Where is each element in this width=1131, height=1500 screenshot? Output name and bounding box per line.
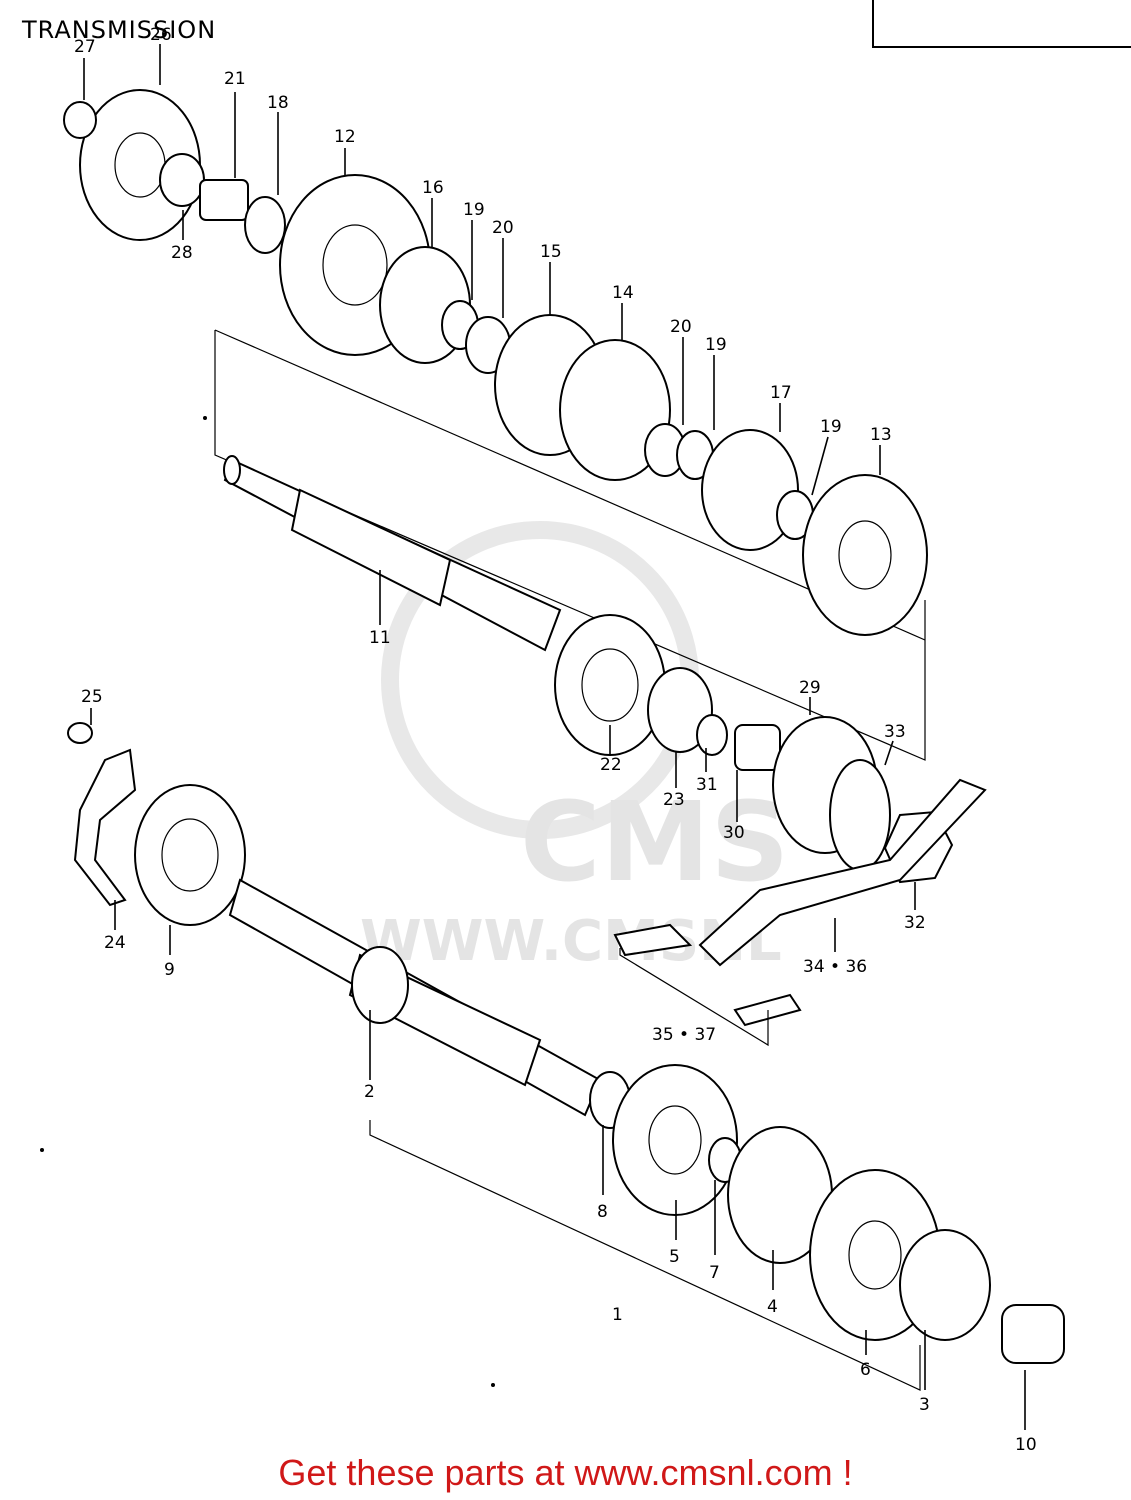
bushing-21 bbox=[199, 179, 249, 221]
watermark-logo: CMS bbox=[520, 778, 789, 906]
gear-14 bbox=[559, 339, 671, 481]
diagram-title: TRANSMISSION bbox=[22, 16, 217, 44]
washer-28 bbox=[159, 153, 205, 207]
output-side-parts bbox=[554, 614, 987, 1027]
gear-3 bbox=[899, 1229, 991, 1341]
callout-24: 24 bbox=[104, 933, 126, 953]
driveshaft bbox=[228, 878, 602, 1117]
callout-3: 3 bbox=[919, 1395, 930, 1415]
bolt-25 bbox=[67, 722, 93, 744]
callout-labels: 27 26 21 18 12 16 19 20 15 14 20 19 17 1… bbox=[74, 25, 1037, 1455]
callout-19c: 19 bbox=[820, 417, 842, 437]
callout-32: 32 bbox=[904, 913, 926, 933]
callout-26: 26 bbox=[150, 25, 172, 45]
callout-11: 11 bbox=[369, 628, 391, 648]
lower-assembly-bracket bbox=[369, 1120, 921, 1391]
circlip-27 bbox=[63, 101, 97, 139]
callout-22: 22 bbox=[600, 755, 622, 775]
washer-33 bbox=[829, 759, 891, 871]
callout-25: 25 bbox=[81, 687, 103, 707]
callout-8: 8 bbox=[597, 1202, 608, 1222]
callout-20b: 20 bbox=[670, 317, 692, 337]
upper-bracket-top bbox=[214, 329, 926, 641]
callout-5: 5 bbox=[669, 1247, 680, 1267]
spacer-30 bbox=[734, 724, 781, 771]
callout-23: 23 bbox=[663, 790, 685, 810]
callout-13: 13 bbox=[870, 425, 892, 445]
countershaft bbox=[223, 455, 562, 652]
callout-33: 33 bbox=[884, 722, 906, 742]
callout-18: 18 bbox=[267, 93, 289, 113]
callout-6: 6 bbox=[860, 1360, 871, 1380]
callout-29: 29 bbox=[799, 678, 821, 698]
callout-7: 7 bbox=[709, 1263, 720, 1283]
plate-24 bbox=[73, 748, 137, 907]
callout-15: 15 bbox=[540, 242, 562, 262]
callout-30: 30 bbox=[723, 823, 745, 843]
oring-31 bbox=[696, 714, 728, 756]
title-frame-corner bbox=[872, 0, 1131, 48]
callout-19: 19 bbox=[463, 200, 485, 220]
link-35-37 bbox=[613, 923, 693, 957]
callout-21: 21 bbox=[224, 69, 246, 89]
gear-17 bbox=[701, 429, 799, 551]
bushing-10 bbox=[1001, 1304, 1065, 1364]
gear-5 bbox=[612, 1064, 738, 1216]
callout-17: 17 bbox=[770, 383, 792, 403]
callout-19b: 19 bbox=[705, 335, 727, 355]
callout-2: 2 bbox=[364, 1082, 375, 1102]
callout-12: 12 bbox=[334, 127, 356, 147]
callout-9: 9 bbox=[164, 960, 175, 980]
callout-14: 14 bbox=[612, 283, 634, 303]
callout-16: 16 bbox=[422, 178, 444, 198]
callout-35-37: 35 • 37 bbox=[652, 1025, 716, 1045]
footer-promo-link[interactable]: Get these parts at www.cmsnl.com ! bbox=[278, 1452, 853, 1493]
callout-4: 4 bbox=[767, 1297, 778, 1317]
callout-28: 28 bbox=[171, 243, 193, 263]
watermark: CMS WWW.CMSNL bbox=[360, 521, 789, 974]
upper-assembly-bracket bbox=[214, 330, 926, 761]
callout-31: 31 bbox=[696, 775, 718, 795]
gear-13 bbox=[802, 474, 928, 636]
left-lower-parts bbox=[67, 722, 246, 926]
callout-20: 20 bbox=[492, 218, 514, 238]
callout-27: 27 bbox=[74, 37, 96, 57]
chain-34-36 bbox=[698, 778, 987, 967]
leader-lines bbox=[83, 44, 1026, 1430]
washer-18 bbox=[244, 196, 286, 254]
upper-gears bbox=[63, 89, 928, 636]
lower-gears bbox=[589, 1064, 1065, 1364]
bearing-9 bbox=[134, 784, 246, 926]
callout-1: 1 bbox=[612, 1305, 623, 1325]
seal-23 bbox=[647, 667, 713, 753]
callout-10: 10 bbox=[1015, 1435, 1037, 1455]
callout-34-36: 34 • 36 bbox=[803, 957, 867, 977]
